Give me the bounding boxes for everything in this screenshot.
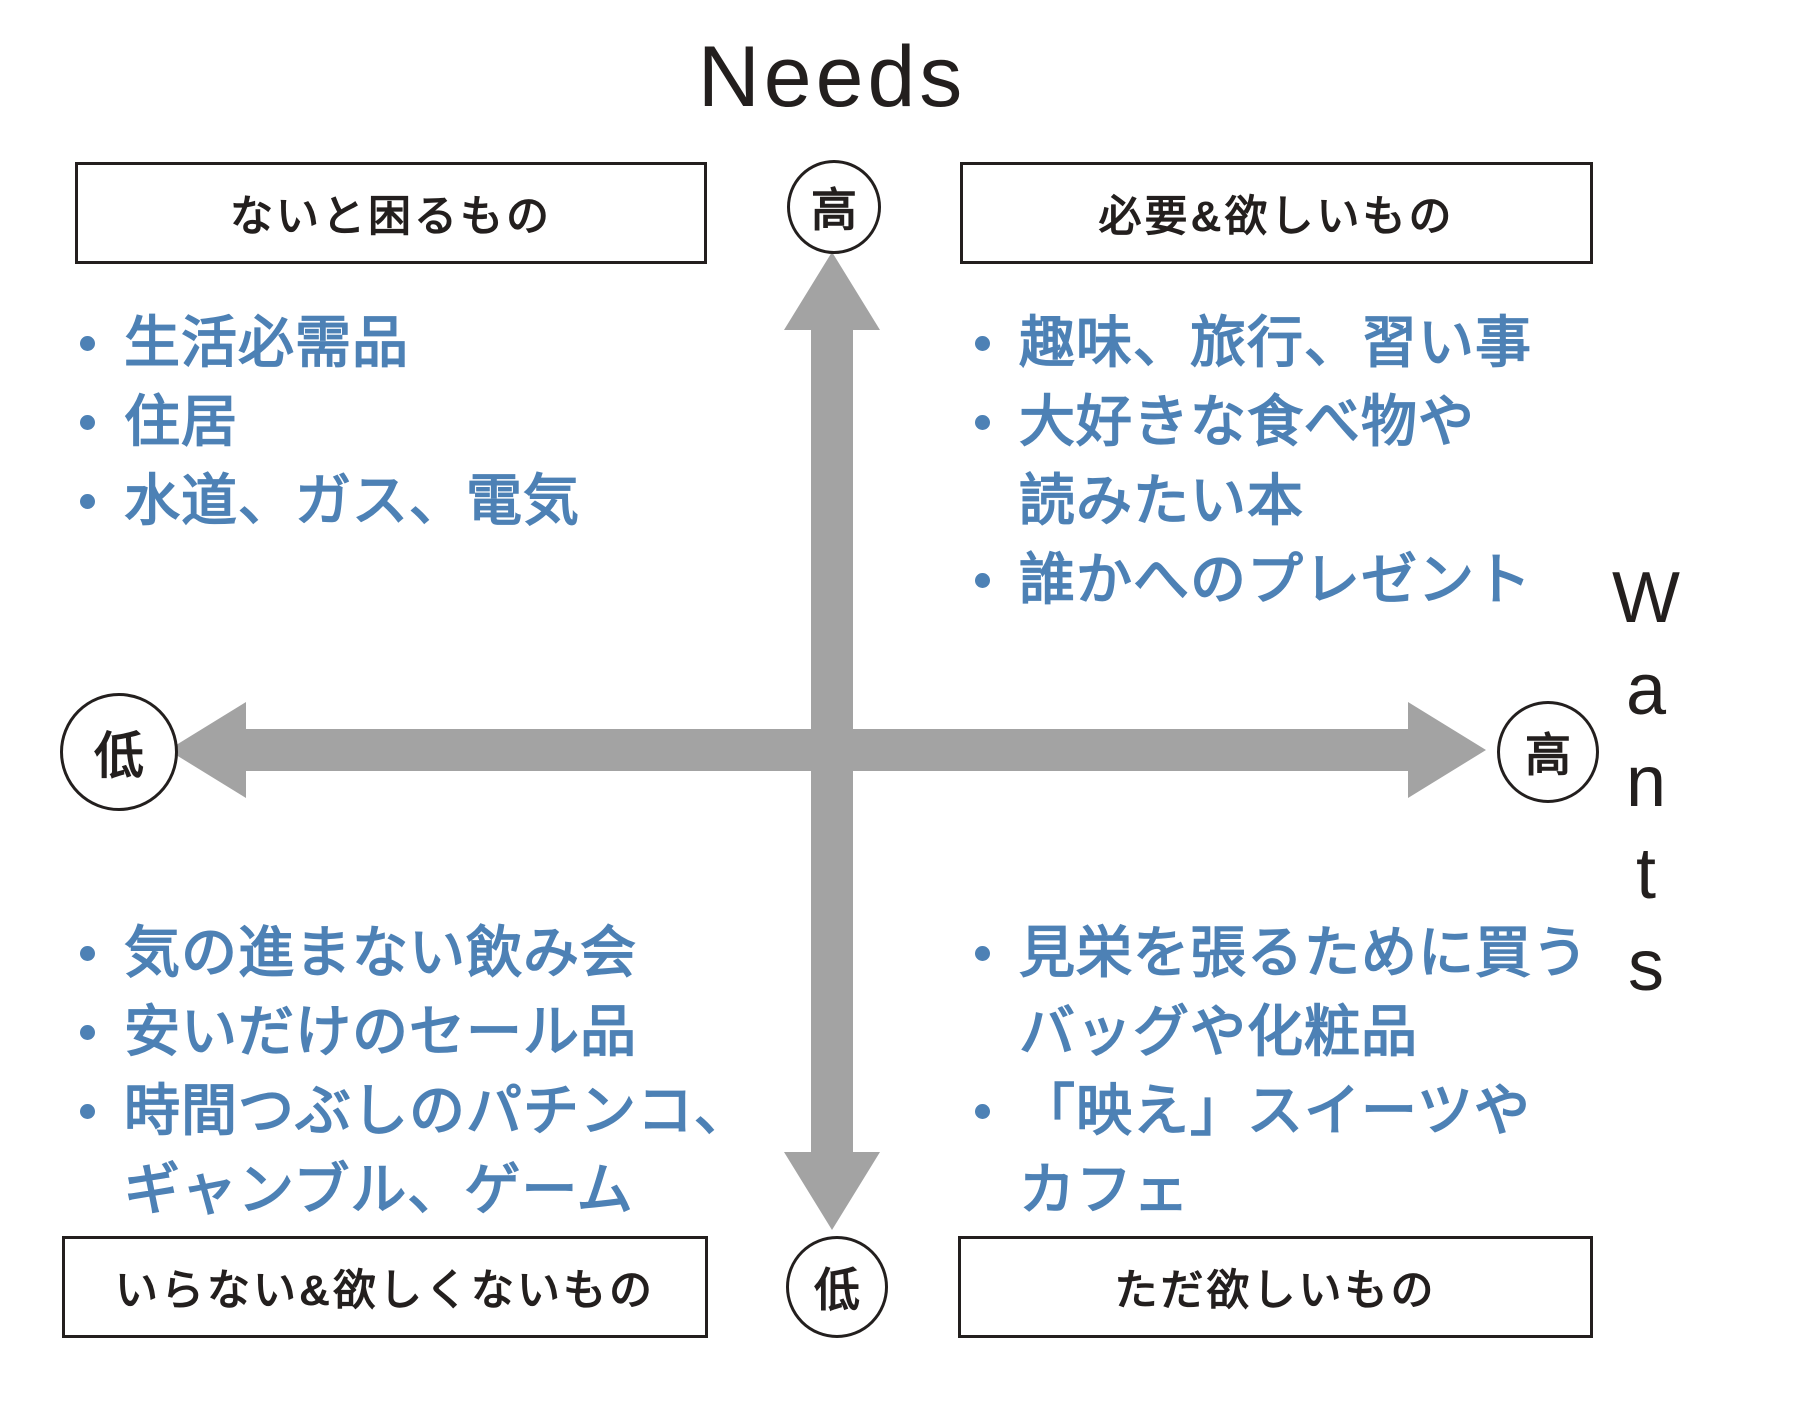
list-top-right: 趣味、旅行、習い事大好きな食べ物や読みたい本誰かへのプレゼント (975, 303, 1532, 619)
needs-high-marker: 高 (787, 160, 881, 254)
list-item-text: 住居 (124, 390, 238, 453)
bullet-dot-icon (975, 573, 990, 588)
quadrant-box-bottom-left: いらない&欲しくないもの (62, 1236, 708, 1338)
list-item-text: 趣味、旅行、習い事 (1019, 311, 1532, 374)
list-bottom-right: 見栄を張るために買うバッグや化粧品「映え」スイーツやカフェ (975, 913, 1589, 1229)
bullet-dot-icon (80, 1025, 95, 1040)
list-top-left: 生活必需品住居水道、ガス、電気 (80, 303, 580, 540)
list-item-text: 安いだけのセール品 (124, 1000, 637, 1063)
list-bottom-left: 気の進まない飲み会安いだけのセール品時間つぶしのパチンコ、ギャンブル、ゲーム (80, 913, 751, 1229)
bullet-dot-icon (975, 415, 990, 430)
bullet-dot-icon (80, 1104, 95, 1119)
list-item: 安いだけのセール品 (80, 992, 751, 1071)
list-item: 気の進まない飲み会 (80, 913, 751, 992)
list-item: 時間つぶしのパチンコ、ギャンブル、ゲーム (80, 1071, 751, 1229)
wants-axis-title: Wants (1606, 558, 1686, 1018)
list-item-text: 時間つぶしのパチンコ、ギャンブル、ゲーム (124, 1079, 751, 1221)
list-item: 住居 (80, 382, 580, 461)
list-item: 誰かへのプレゼント (975, 540, 1532, 619)
quadrant-box-top-left: ないと困るもの (75, 162, 707, 264)
bullet-dot-icon (80, 494, 95, 509)
bullet-dot-icon (975, 336, 990, 351)
list-item-text: 誰かへのプレゼント (1019, 548, 1532, 611)
quadrant-box-top-right: 必要&欲しいもの (960, 162, 1593, 264)
bullet-dot-icon (975, 1104, 990, 1119)
list-item-text: 「映え」スイーツやカフェ (1019, 1079, 1531, 1221)
list-item: 「映え」スイーツやカフェ (975, 1071, 1589, 1229)
bullet-dot-icon (80, 415, 95, 430)
list-item: 見栄を張るために買うバッグや化粧品 (975, 913, 1589, 1071)
needs-low-marker: 低 (786, 1236, 888, 1338)
list-item-text: 生活必需品 (124, 311, 409, 374)
wants-low-marker: 低 (60, 693, 178, 811)
wants-high-marker: 高 (1497, 701, 1599, 803)
bullet-dot-icon (80, 336, 95, 351)
bullet-dot-icon (975, 946, 990, 961)
list-item-text: 水道、ガス、電気 (124, 469, 580, 532)
list-item: 水道、ガス、電気 (80, 461, 580, 540)
list-item-text: 大好きな食べ物や読みたい本 (1019, 390, 1475, 532)
list-item: 生活必需品 (80, 303, 580, 382)
list-item-text: 見栄を張るために買うバッグや化粧品 (1019, 921, 1589, 1063)
list-item-text: 気の進まない飲み会 (124, 921, 637, 984)
bullet-dot-icon (80, 946, 95, 961)
list-item: 趣味、旅行、習い事 (975, 303, 1532, 382)
needs-axis-title: Needs (697, 29, 967, 125)
quadrant-box-bottom-right: ただ欲しいもの (958, 1236, 1593, 1338)
list-item: 大好きな食べ物や読みたい本 (975, 382, 1532, 540)
horizontal-axis-arrow (168, 702, 1486, 798)
